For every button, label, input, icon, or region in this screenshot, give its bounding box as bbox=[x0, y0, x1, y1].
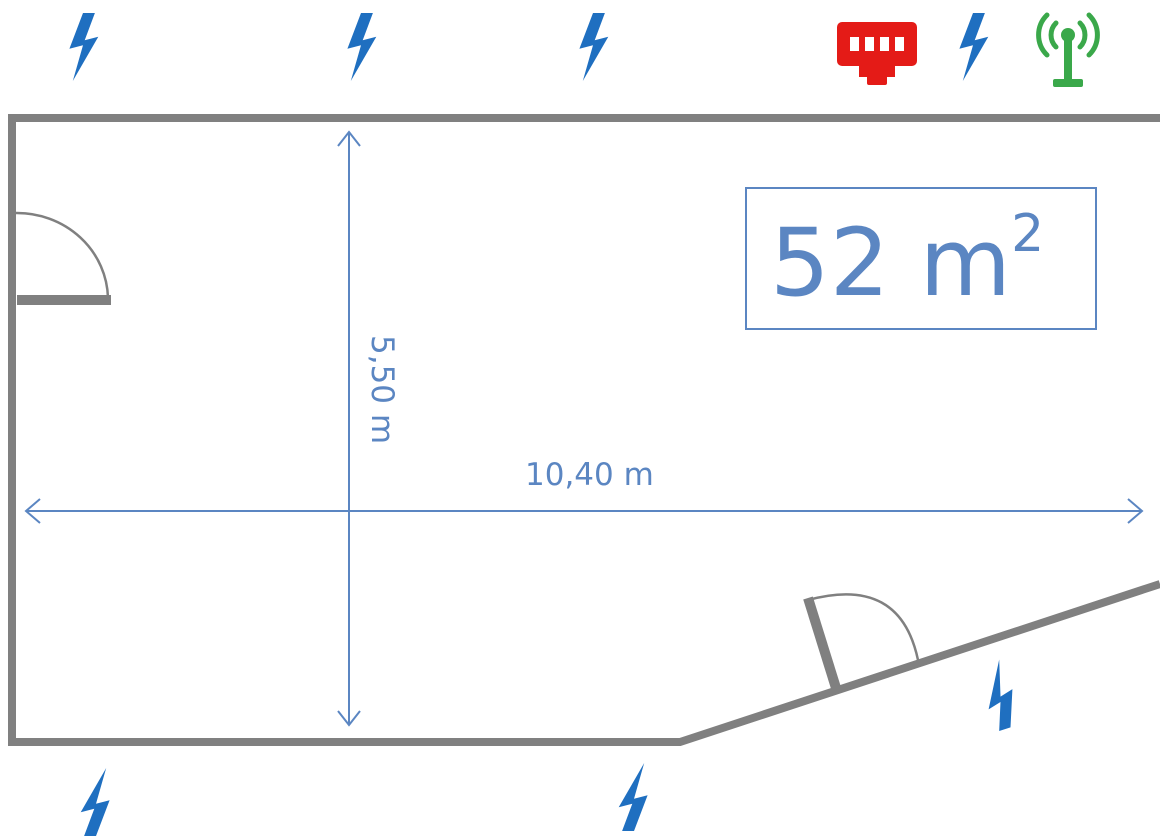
outlet-icon bbox=[579, 13, 609, 81]
outlet-icon bbox=[69, 13, 99, 81]
outlet-icon bbox=[347, 13, 377, 81]
area-value: 52 m bbox=[770, 209, 1011, 318]
ethernet-port-icon bbox=[837, 22, 917, 85]
height-dimension-label: 5,50 m bbox=[364, 335, 400, 444]
width-dimension-label: 10,40 m bbox=[525, 457, 654, 493]
height-dimension-line bbox=[337, 130, 361, 727]
outlet-icon bbox=[80, 768, 110, 836]
diagonal-door-leaf bbox=[803, 596, 841, 690]
outlet-icon bbox=[959, 13, 989, 81]
area-label: 52 m2 bbox=[770, 204, 1044, 318]
area-superscript: 2 bbox=[1011, 204, 1044, 264]
area-box-frame bbox=[745, 187, 1097, 330]
width-dimension-line bbox=[24, 498, 1144, 524]
diagonal-door-swing bbox=[807, 593, 920, 661]
room-wall bbox=[8, 114, 1160, 746]
area-box: 52 m2 bbox=[745, 187, 1097, 330]
outlet-icon bbox=[974, 658, 1024, 733]
left-door-swing bbox=[15, 211, 110, 299]
antenna-icon bbox=[1036, 12, 1100, 87]
diagonal-door bbox=[803, 593, 920, 690]
left-door bbox=[15, 211, 111, 305]
outlet-icon bbox=[618, 763, 648, 831]
left-door-leaf bbox=[17, 295, 111, 305]
